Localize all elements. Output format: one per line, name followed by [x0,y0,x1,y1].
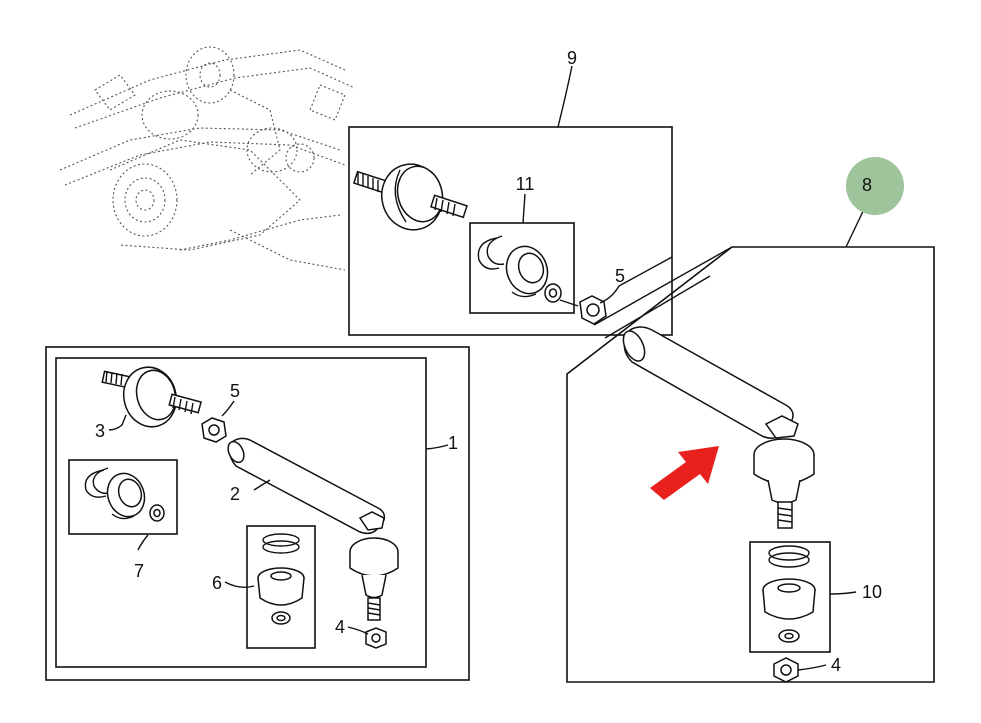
callout-2: 2 [230,484,240,504]
axle-housing-background [59,46,356,271]
box-7 [68,459,178,535]
boot-kit-11 [477,235,562,303]
box-1-inner [55,357,427,668]
tie-rod-assembly-group [45,346,470,681]
nut-5-left [201,417,227,443]
callout-3: 3 [95,421,105,441]
callout-4-left: 4 [335,617,345,637]
callout-4-right: 4 [831,655,841,675]
box-9 [348,126,673,336]
nut-4-left [365,627,387,649]
callout-11: 11 [516,174,535,194]
box-1-outer [45,346,470,681]
inner-tie-rod-part [352,163,468,231]
callout-8: 8 [862,175,872,195]
ball-joint-kit-10 [762,545,816,643]
box-8 [566,246,935,683]
outer-tie-rod-highlight-group [566,157,935,683]
callout-6: 6 [212,573,222,593]
callout-5-top: 5 [615,266,625,286]
highlight-circle [846,157,904,215]
red-arrow-icon [650,446,719,500]
nut-4-right [773,657,799,683]
callout-7: 7 [134,561,144,581]
box-11 [469,222,575,314]
nut-5-top [559,295,607,325]
inner-tie-rod-3 [101,366,202,428]
outer-tie-rod-part [622,326,815,529]
inner-tie-rod-group [348,65,673,336]
box-10 [749,541,831,653]
callout-5-left: 5 [230,381,240,401]
outer-tie-rod-2 [227,437,399,621]
callout-10: 10 [862,582,882,602]
callout-1: 1 [448,433,458,453]
callout-9: 9 [567,48,577,68]
boot-kit-7 [84,467,165,522]
ball-joint-kit-6 [257,533,305,625]
